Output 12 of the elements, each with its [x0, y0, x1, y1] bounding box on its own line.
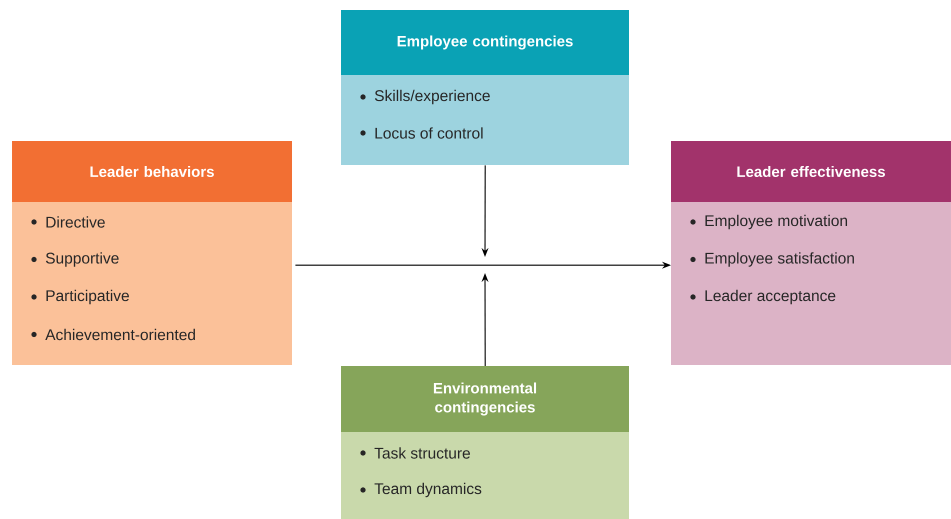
bullet-list: Directive Supportive Participative Achievement-oriented — [12, 202, 292, 365]
node-label: Directive — [46, 216, 105, 228]
box-header: Leader effectiveness — [671, 141, 951, 202]
bullet-list: Task structure Team dynamics — [341, 432, 629, 519]
node-label: Achievement-oriented — [45, 328, 195, 340]
bullet-list: Skills/experience Locus of control — [341, 75, 629, 165]
node-label: Participative — [46, 290, 129, 304]
box-header: Environmental contingencies — [341, 366, 629, 432]
bullet-list: Employee motivation Employee satisfaction Leader acceptance — [671, 202, 951, 365]
box-header: Leader behaviors — [12, 141, 292, 202]
node-label: Supportive — [46, 252, 119, 267]
box-header: Employee contingencies — [341, 10, 629, 75]
